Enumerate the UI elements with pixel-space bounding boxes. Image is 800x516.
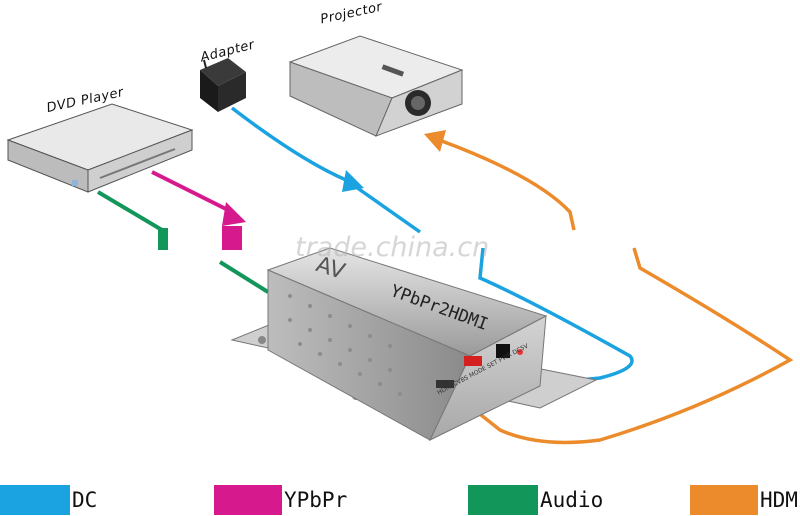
legend-ypbpr-label: YPbPr [284,488,348,512]
legend-ypbpr-swatch [214,485,282,515]
legend-dc-label: DC [72,488,98,512]
power-adapter-icon [200,58,246,112]
legend-ypbpr: YPbPr [214,484,347,516]
legend-hdmi-label: HDMI [760,488,800,512]
legend-hdmi-swatch [690,485,758,515]
legend-hdmi: HDMI [690,484,800,516]
audio-cable [96,190,270,294]
legend-audio: Audio [468,484,603,516]
legend-audio-label: Audio [540,488,604,512]
watermark: trade.china.cn [295,232,490,263]
ypbpr-cable [151,170,246,250]
dc-cable [230,106,634,386]
legend-dc-swatch [0,485,70,515]
dvd-player-icon [6,103,194,193]
projector-icon [288,35,464,137]
legend-audio-swatch [468,485,538,515]
converter-box [230,247,598,442]
hdmi-cable [424,130,794,445]
legend-dc: DC [0,484,97,516]
